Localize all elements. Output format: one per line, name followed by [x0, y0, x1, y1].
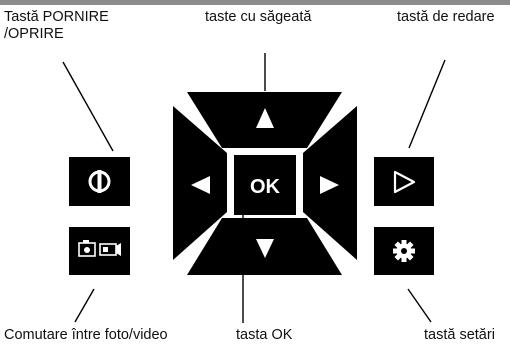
label-arrow-keys: taste cu săgeată — [205, 9, 312, 25]
leader-photo-video — [74, 288, 95, 323]
label-play-key: tastă de redare — [397, 9, 495, 25]
arrow-up-icon — [256, 108, 274, 128]
video-icon — [99, 243, 121, 256]
gear-icon — [393, 240, 415, 262]
up-key[interactable] — [187, 92, 342, 148]
leader-settings — [407, 288, 432, 323]
label-ok-key: tasta OK — [236, 327, 293, 343]
ok-key[interactable]: OK — [234, 155, 296, 215]
leader-play — [408, 59, 446, 149]
arrow-right-icon — [320, 176, 339, 194]
label-power-line2: /OPRIRE — [4, 26, 64, 42]
play-icon — [393, 170, 416, 194]
top-rule — [0, 0, 510, 5]
arrow-down-icon — [256, 239, 274, 258]
power-icon — [88, 170, 111, 193]
play-key[interactable] — [374, 157, 434, 206]
label-power-line1: Tastă PORNIRE — [4, 9, 109, 25]
label-photo-video: Comutare între foto/video — [4, 327, 168, 343]
camera-icon — [78, 240, 96, 257]
power-key[interactable] — [69, 157, 130, 206]
settings-key[interactable] — [374, 227, 434, 275]
label-settings-key: tastă setări — [424, 327, 495, 343]
photo-video-key[interactable] — [69, 227, 130, 275]
arrow-left-icon — [191, 176, 210, 194]
right-key[interactable] — [303, 106, 357, 260]
ok-key-text: OK — [250, 176, 281, 198]
down-key[interactable] — [187, 218, 342, 275]
leader-power — [62, 61, 114, 152]
left-key[interactable] — [173, 106, 227, 260]
